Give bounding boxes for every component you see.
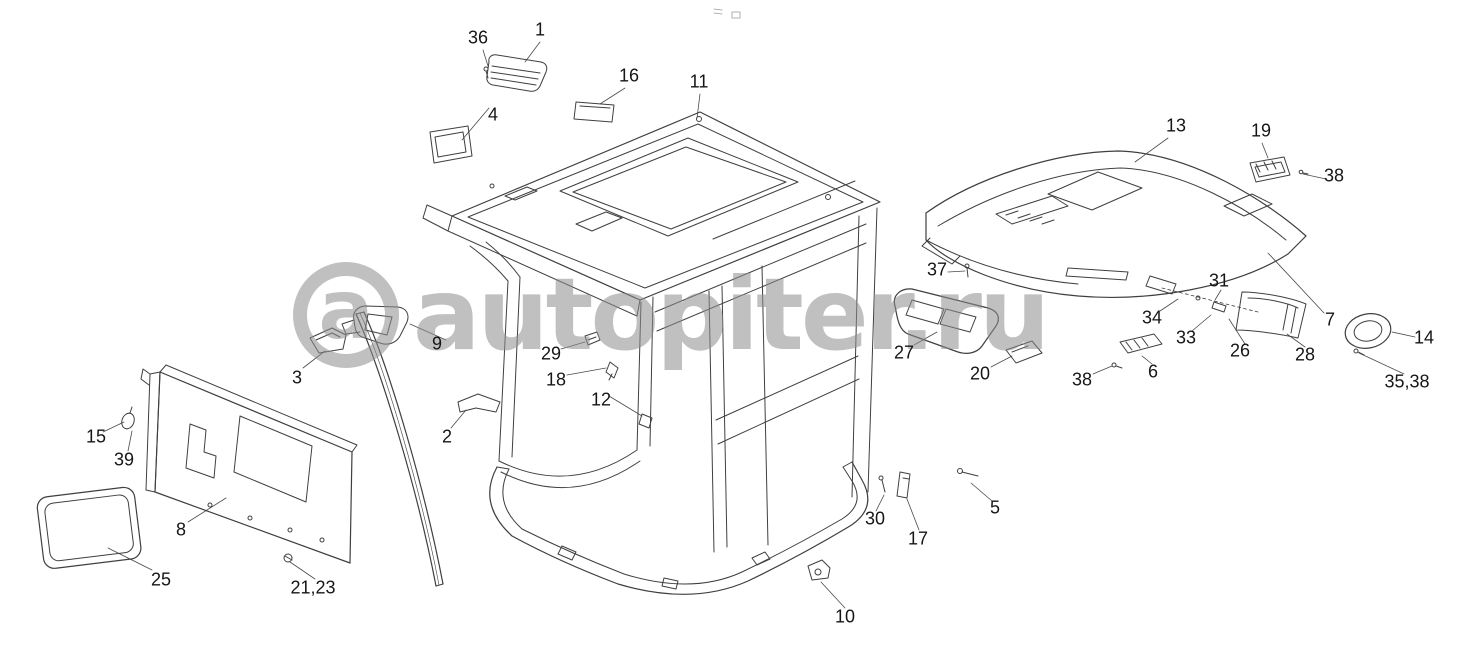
part-vent-panel-27 bbox=[893, 288, 999, 354]
part-label-21-23: 21,23 bbox=[290, 577, 336, 598]
part-clip-15 bbox=[121, 406, 135, 430]
part-cab-frame bbox=[422, 111, 881, 595]
leader-lines bbox=[102, 41, 1416, 609]
part-label-29: 29 bbox=[540, 343, 562, 364]
part-label-35-38: 35,38 bbox=[1384, 371, 1430, 392]
part-label-38: 38 bbox=[1323, 165, 1345, 186]
part-bracket-2 bbox=[457, 393, 501, 413]
part-screw-36 bbox=[483, 66, 489, 79]
part-label-30: 30 bbox=[864, 508, 886, 529]
part-pillar-strip bbox=[355, 311, 444, 587]
part-panel-28 bbox=[1235, 291, 1307, 339]
part-label-31: 31 bbox=[1208, 270, 1230, 291]
part-bolt-5 bbox=[957, 468, 979, 477]
part-label-4: 4 bbox=[487, 104, 499, 125]
part-bracket-3 bbox=[309, 327, 347, 354]
part-screw-21-23 bbox=[283, 553, 293, 563]
part-label-39: 39 bbox=[113, 449, 135, 470]
part-label-3: 3 bbox=[291, 367, 303, 388]
part-label-27: 27 bbox=[893, 342, 915, 363]
part-bolt-30 bbox=[878, 475, 886, 493]
part-screw-38-mid bbox=[1111, 362, 1123, 369]
part-grille-1 bbox=[486, 54, 548, 92]
part-label-13: 13 bbox=[1165, 115, 1187, 136]
part-bracket-10 bbox=[807, 559, 831, 581]
part-clip-12 bbox=[638, 413, 653, 429]
part-bracket-17 bbox=[896, 471, 911, 499]
part-plate-16 bbox=[573, 101, 615, 123]
part-label-17: 17 bbox=[907, 528, 929, 549]
part-screw-37 bbox=[964, 263, 970, 278]
part-label-33: 33 bbox=[1175, 327, 1197, 348]
part-roof-cap bbox=[921, 150, 1307, 313]
part-label-34: 34 bbox=[1141, 307, 1163, 328]
part-label-38: 38 bbox=[1071, 369, 1093, 390]
part-clip-29 bbox=[584, 331, 601, 346]
part-window-seal bbox=[36, 486, 142, 569]
part-label-1: 1 bbox=[534, 19, 546, 40]
part-label-10: 10 bbox=[834, 606, 856, 627]
part-clip-18 bbox=[605, 361, 619, 381]
part-plate-4 bbox=[429, 125, 473, 164]
part-screw-35-38 bbox=[1353, 348, 1365, 356]
part-label-25: 25 bbox=[150, 569, 172, 590]
part-label-8: 8 bbox=[175, 519, 187, 540]
part-label-20: 20 bbox=[969, 363, 991, 384]
artifact-marks bbox=[713, 8, 741, 19]
part-ring-14 bbox=[1344, 313, 1392, 349]
part-label-36: 36 bbox=[467, 27, 489, 48]
part-bracket-20 bbox=[1005, 340, 1043, 364]
part-label-16: 16 bbox=[618, 65, 640, 86]
part-label-28: 28 bbox=[1294, 344, 1316, 365]
part-plate-19 bbox=[1249, 156, 1291, 183]
part-label-6: 6 bbox=[1147, 361, 1159, 382]
part-plate-6 bbox=[1119, 333, 1163, 354]
part-label-9: 9 bbox=[431, 333, 443, 354]
part-side-panel bbox=[140, 364, 358, 564]
part-label-12: 12 bbox=[590, 389, 612, 410]
part-label-2: 2 bbox=[441, 426, 453, 447]
part-screw-38-top bbox=[1298, 169, 1309, 175]
part-label-15: 15 bbox=[85, 426, 107, 447]
part-label-19: 19 bbox=[1250, 120, 1272, 141]
part-label-11: 11 bbox=[689, 71, 709, 92]
part-label-7: 7 bbox=[1324, 309, 1336, 330]
part-label-14: 14 bbox=[1413, 327, 1435, 348]
part-label-18: 18 bbox=[545, 369, 567, 390]
part-label-37: 37 bbox=[926, 259, 948, 280]
part-label-26: 26 bbox=[1229, 340, 1251, 361]
part-label-5: 5 bbox=[989, 497, 1001, 518]
